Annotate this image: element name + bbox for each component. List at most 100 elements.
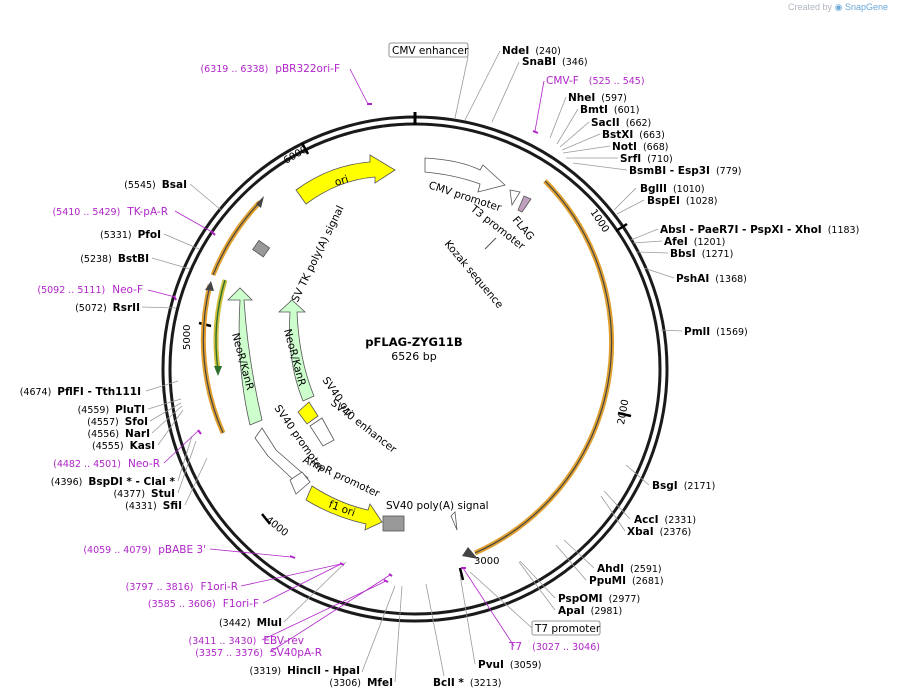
enzyme-pvui[interactable]: PvuI — [478, 659, 504, 671]
svg-text:SnaBI(346): SnaBI(346) — [522, 56, 588, 68]
enzyme-hincii[interactable]: HincII — [287, 665, 321, 677]
enzyme-sfii[interactable]: SfiI — [163, 500, 182, 512]
enzyme-pshai[interactable]: PshAI — [676, 273, 709, 285]
tick-label-3000: 3000 — [474, 556, 499, 567]
enzyme-bspei[interactable]: BspEI — [647, 195, 680, 207]
enzyme-ndei[interactable]: NdeI — [502, 45, 529, 57]
enzyme-pmli[interactable]: PmlI — [684, 326, 710, 338]
svg-text:PspOMI(2977): PspOMI(2977) — [558, 593, 640, 605]
svg-text:AbsI - PaeR7I - PspXI - XhoI: AbsI - PaeR7I - PspXI - XhoI(1183) — [660, 224, 859, 236]
enzyme-absi[interactable]: AbsI — [660, 224, 686, 236]
primer-f1ori-r[interactable]: F1ori-R — [201, 581, 238, 593]
enzyme-sfoi[interactable]: SfoI — [125, 416, 148, 428]
enzyme-bspdi[interactable]: BspDI * — [88, 476, 132, 488]
enzyme-bsgi[interactable]: BsgI — [652, 480, 678, 492]
primer-neo-r[interactable]: Neo-R — [128, 458, 160, 470]
svg-text:SacII(662): SacII(662) — [591, 117, 651, 129]
enzyme-bspei-pos: (1028) — [686, 196, 718, 207]
enzyme-sacii[interactable]: SacII — [591, 117, 620, 129]
enzyme-pshai-pos: (1368) — [715, 274, 747, 285]
svg-text:AccI(2331): AccI(2331) — [634, 514, 696, 526]
orf-arc-left-outer — [210, 200, 262, 276]
enzyme-clai[interactable]: - ClaI * — [132, 476, 176, 488]
ori-label: ori — [333, 173, 350, 189]
primer-f1ori-f[interactable]: F1ori-F — [223, 598, 259, 610]
kozak-marker — [484, 237, 497, 250]
cmv-enhancer-box — [388, 42, 469, 58]
primer-pbabe3[interactable]: pBABE 3' — [158, 544, 206, 556]
primer-pbabe3-pos: (4059 .. 4079) — [83, 545, 151, 556]
enzyme-ahdi[interactable]: AhdI — [597, 563, 624, 575]
enzyme-bsai[interactable]: BsaI — [162, 179, 187, 191]
enzyme-acci[interactable]: AccI — [634, 514, 658, 526]
svg-text:PpuMI(2681): PpuMI (2681) — [589, 575, 664, 587]
enzyme-noti[interactable]: NotI — [612, 141, 637, 153]
enzyme-nhei[interactable]: NheI — [568, 92, 595, 104]
enzyme-pspomi[interactable]: PspOMI — [558, 593, 603, 605]
enzyme-bsai-pos: (5545) — [124, 180, 156, 191]
sv40-polya-box-left — [382, 515, 405, 532]
snapgene-logo-icon: ◉ — [834, 2, 843, 12]
svg-text:BglII(1010): BglII(1010) — [640, 183, 705, 195]
primer-tk-pa-r[interactable]: TK-pA-R — [126, 206, 168, 218]
enzyme-bsmbi[interactable]: BsmBI — [629, 165, 666, 177]
enzyme-xbai[interactable]: XbaI — [627, 526, 654, 538]
enzyme-bmti[interactable]: BmtI — [580, 104, 608, 116]
enzyme-pfoi[interactable]: PfoI — [138, 229, 161, 241]
created-by-credit: Created by ◉ SnapGene — [788, 2, 888, 13]
svg-text:(4377)StuI: (4377)StuI — [113, 488, 175, 500]
enzyme-ndei-pos: (240) — [535, 46, 561, 57]
enzyme-bglii[interactable]: BglII — [640, 183, 667, 195]
kozak-label: Kozak sequence — [442, 238, 506, 311]
primer-ebv-rev[interactable]: EBV-rev — [263, 635, 304, 647]
orf-arc-neor-green-head — [214, 366, 222, 376]
enzyme-mfei[interactable]: MfeI — [367, 677, 393, 689]
enzyme-nari[interactable]: NarI — [125, 428, 150, 440]
svg-text:(4557)SfoI: (4557)SfoI — [87, 416, 148, 428]
enzyme-apai[interactable]: ApaI — [558, 605, 585, 617]
enzyme-afei[interactable]: AfeI — [664, 236, 688, 248]
enzyme-nhei-pos: (597) — [601, 93, 627, 104]
enzyme-mlui[interactable]: MluI — [257, 617, 282, 629]
enzyme-hpai[interactable]: - HpaI — [321, 665, 360, 677]
sv40-polya-label: SV40 poly(A) signal — [386, 500, 489, 512]
primer-pbr322ori-f[interactable]: pBR322ori-F — [275, 63, 340, 75]
primer-neo-f[interactable]: Neo-F — [112, 284, 143, 296]
primer-t7[interactable]: T7 — [508, 641, 522, 653]
svg-text:XbaI(2376): XbaI(2376) — [627, 526, 691, 538]
enzyme-snabi[interactable]: SnaBI — [522, 56, 556, 68]
orf-arc-right-head — [462, 547, 478, 559]
enzyme-bcli[interactable]: BclI * — [433, 677, 464, 689]
enzyme-bcli-pos: (3213) — [470, 678, 502, 689]
enzyme-bstxi[interactable]: BstXI — [602, 129, 633, 141]
cmv-promoter-arrow — [424, 157, 506, 193]
enzyme-pflfi-pos: (4674) — [20, 387, 52, 398]
svg-text:(4059 .. 4079)pBABE 3': (4059 .. 4079) pBABE 3' — [83, 544, 206, 556]
primer-sv40pa-r[interactable]: SV40pA-R — [270, 647, 322, 659]
enzyme-stui[interactable]: StuI — [151, 488, 175, 500]
svg-text:BmtI(601): BmtI(601) — [580, 104, 639, 116]
enzyme-tth111i[interactable]: - Tth111I — [84, 386, 141, 398]
svg-text:(3797 .. 3816)F1ori-R: (3797 .. 3816)F1ori-R — [126, 581, 238, 593]
orf-arc-left-head-2 — [205, 281, 214, 291]
enzyme-esp3i[interactable]: - Esp3I — [666, 165, 710, 177]
svg-text:(4482 .. 4501)Neo-R: (4482 .. 4501)Neo-R — [53, 458, 160, 470]
enzyme-bstbi[interactable]: BstBI — [118, 253, 149, 265]
enzyme-bbsi[interactable]: BbsI — [670, 248, 696, 260]
enzyme-srfi[interactable]: SrfI — [620, 153, 641, 165]
svg-text:(3585 .. 3606)F1ori-F: (3585 .. 3606)F1ori-F — [148, 598, 259, 610]
enzyme-kasi[interactable]: KasI — [130, 440, 155, 452]
enzyme-ppumi-pos: (2681) — [632, 576, 664, 587]
svg-text:(5072)RsrII: (5072)RsrII — [75, 302, 140, 314]
enzyme-pluti[interactable]: PluTI — [115, 404, 145, 416]
enzyme-leaders-left — [141, 183, 403, 683]
enzyme-ppumi[interactable]: PpuMI — [589, 575, 626, 587]
primer-pbr322ori-f-pos: (6319 .. 6338) — [200, 64, 268, 75]
enzyme-rsrii[interactable]: RsrII — [113, 302, 140, 314]
enzyme-pluti-pos: (4559) — [78, 405, 110, 416]
primer-cmv-f[interactable]: CMV-F — [546, 75, 579, 87]
svg-text:T7(3027 .. 3046): T7(3027 .. 3046) — [508, 641, 600, 653]
enzyme-paer7i-pspxi-xhoi[interactable]: - PaeR7I - PspXI - XhoI — [686, 224, 822, 236]
neor-inner-label: NeoR/KanR — [281, 328, 308, 388]
enzyme-pflfi[interactable]: PflFI — [57, 386, 84, 398]
